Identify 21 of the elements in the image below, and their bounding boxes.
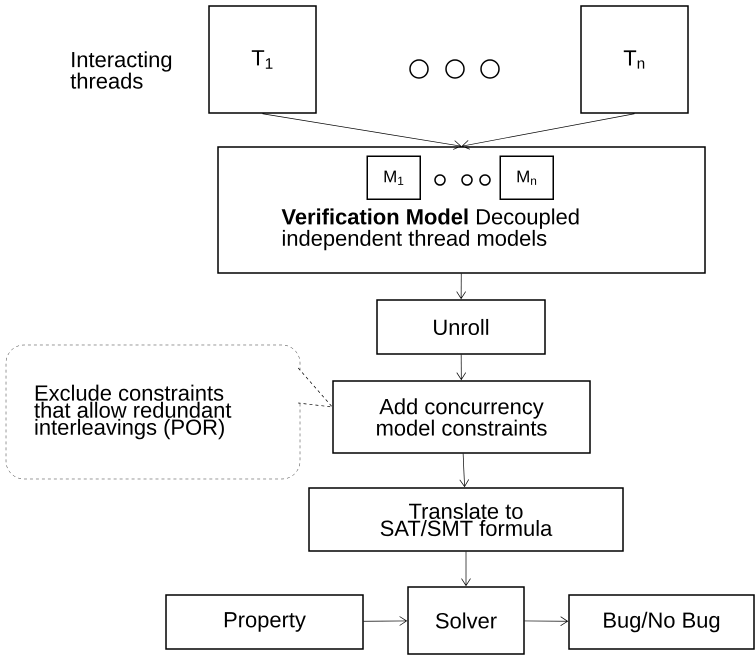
arrow [459,453,470,488]
arrow [462,113,635,150]
arrow [363,616,408,626]
arrow [456,354,466,380]
arrow [298,368,334,408]
process-box: Unroll [376,299,546,355]
side-label: Interacting threads [70,51,172,89]
model-box: M$_{1}$ [366,156,421,200]
model-box: M$_{n}$ [500,156,554,200]
process-box: Translate to SAT/SMT formula [308,487,624,552]
input-box: Property [165,594,364,650]
arrow [262,113,462,150]
thread-box: T$_{1}$ [208,5,317,114]
arrow [524,616,568,626]
speech-bubble: Exclude constraints that allow redundant interleavings (POR) [6,344,300,480]
output-box: Bug/No Bug [568,594,755,650]
process-box: Add concurrency model constraints [332,380,591,454]
arrow [456,273,466,300]
arrow [461,551,471,586]
thread-box: T$_{n}$ [580,5,689,114]
process-box: Solver [407,586,525,655]
